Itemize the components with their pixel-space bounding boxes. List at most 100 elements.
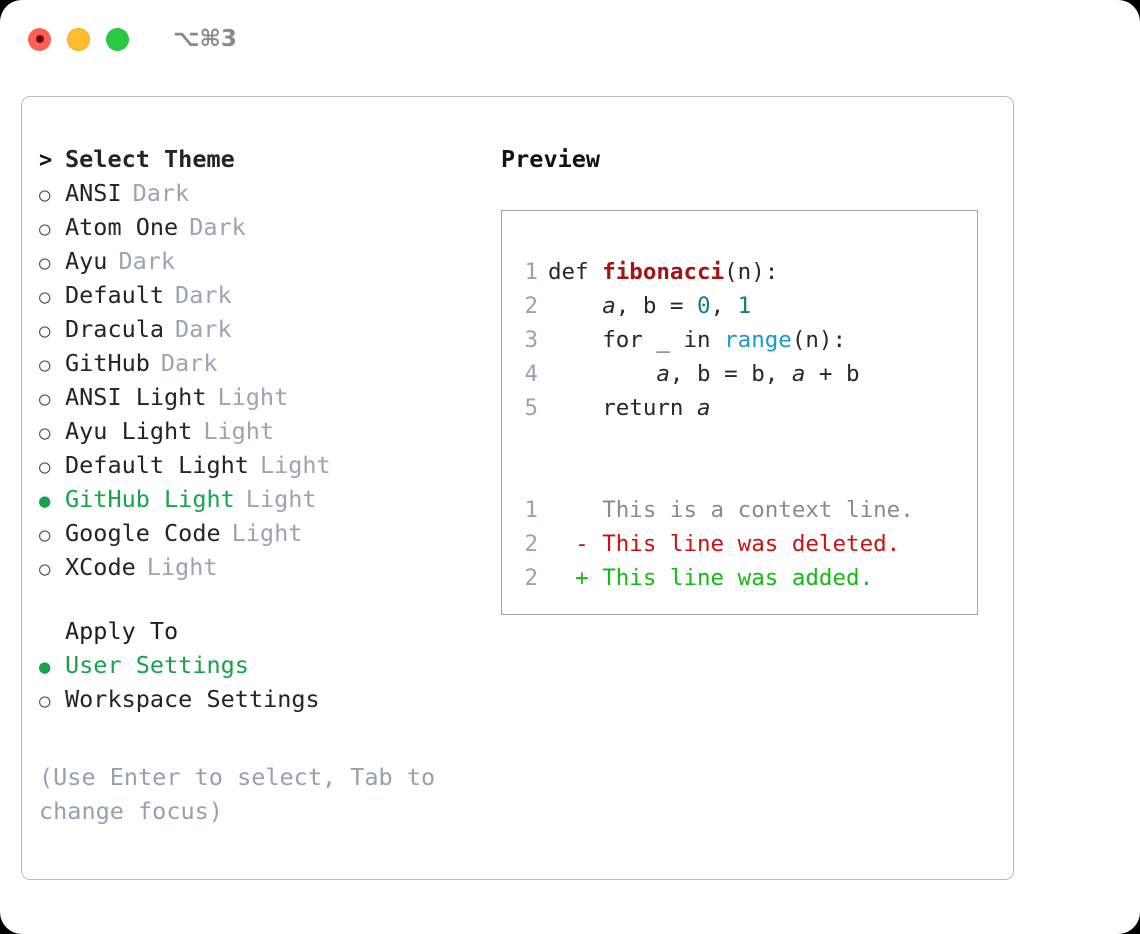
code-line: 4 a, b = b, a + b xyxy=(502,357,977,391)
code-token: a xyxy=(791,361,806,387)
select-theme-title: Select Theme xyxy=(65,145,235,173)
apply-to-title: Apply To xyxy=(65,617,179,645)
traffic-lights xyxy=(28,27,129,51)
radio-unselected-icon[interactable]: ○ xyxy=(39,286,51,308)
code-indent xyxy=(548,395,602,421)
code-line: 1 def fibonacci(n): xyxy=(502,255,977,289)
apply-to-option-label: Workspace Settings xyxy=(65,685,320,713)
theme-variant: Dark xyxy=(118,247,176,275)
radio-unselected-icon[interactable]: ○ xyxy=(39,252,51,274)
code-token: for _ in xyxy=(602,327,725,353)
code-content: a, b = 0, 1 xyxy=(548,289,751,323)
theme-variant: Dark xyxy=(189,213,246,241)
code-token: , xyxy=(615,293,643,319)
close-window-button[interactable] xyxy=(28,27,51,51)
code-blank-line xyxy=(502,425,977,459)
theme-variant: Light xyxy=(231,519,303,547)
theme-variant: Light xyxy=(245,485,317,513)
keyboard-hint-text: (Use Enter to select, Tab to change focu… xyxy=(39,763,436,825)
code-token-number: 0 xyxy=(697,293,711,319)
diff-line-context: 1 This is a context line. xyxy=(502,493,977,527)
diff-text: This line was added. xyxy=(602,565,874,591)
line-number: 2 xyxy=(524,531,538,557)
radio-selected-icon[interactable]: ● xyxy=(39,656,51,678)
theme-variant: Dark xyxy=(132,179,190,207)
radio-unselected-icon[interactable]: ○ xyxy=(39,218,51,240)
theme-name: Dracula xyxy=(65,315,165,343)
diff-line-deleted: 2 - This line was deleted. xyxy=(502,527,977,561)
theme-item-ayu-dark[interactable]: ○ Ayu Dark xyxy=(39,247,479,281)
line-number: 4 xyxy=(524,361,538,387)
theme-name: Atom One xyxy=(65,213,179,241)
code-token-function: fibonacci xyxy=(602,259,725,285)
radio-unselected-icon[interactable]: ○ xyxy=(39,184,51,206)
theme-variant: Dark xyxy=(175,315,232,343)
maximize-window-button[interactable] xyxy=(106,27,129,51)
apply-to-option-user-settings[interactable]: ● User Settings xyxy=(39,651,479,685)
diff-line-added: 2 + This line was added. xyxy=(502,561,977,595)
theme-variant: Light xyxy=(146,553,218,581)
diff-content: - This line was deleted. xyxy=(548,527,900,561)
code-indent xyxy=(548,361,656,387)
radio-unselected-icon[interactable]: ○ xyxy=(39,320,51,342)
code-content: def fibonacci(n): xyxy=(548,255,778,289)
theme-item-dracula-dark[interactable]: ○ Dracula Dark xyxy=(39,315,479,349)
theme-name: Ayu xyxy=(65,247,108,275)
code-content: return a xyxy=(548,391,711,425)
line-number: 2 xyxy=(524,293,538,319)
theme-item-default-dark[interactable]: ○ Default Dark xyxy=(39,281,479,315)
theme-variant: Light xyxy=(217,383,289,411)
apply-to-heading: Apply To xyxy=(39,617,479,651)
apply-to-option-label: User Settings xyxy=(65,651,249,679)
radio-unselected-icon[interactable]: ○ xyxy=(39,558,51,580)
code-indent xyxy=(548,293,602,319)
code-token-call: range xyxy=(724,327,792,353)
code-token: a xyxy=(602,293,616,319)
code-token: = xyxy=(656,293,698,319)
radio-unselected-icon[interactable]: ○ xyxy=(39,690,51,712)
radio-unselected-icon[interactable]: ○ xyxy=(39,524,51,546)
code-line: 2 a, b = 0, 1 xyxy=(502,289,977,323)
theme-item-atom-one-dark[interactable]: ○ Atom One Dark xyxy=(39,213,479,247)
radio-unselected-icon[interactable]: ○ xyxy=(39,354,51,376)
line-number: 2 xyxy=(524,565,538,591)
radio-selected-icon[interactable]: ● xyxy=(39,490,51,512)
line-number: 5 xyxy=(524,395,538,421)
code-token-number: 1 xyxy=(737,293,752,319)
code-token: return xyxy=(602,395,698,421)
code-blank-line xyxy=(502,459,977,493)
theme-name: GitHub xyxy=(65,349,150,377)
code-token: a xyxy=(697,395,711,421)
diff-content: + This line was added. xyxy=(548,561,873,595)
theme-item-google-code[interactable]: ○ Google Code Light xyxy=(39,519,479,553)
code-token: + b xyxy=(805,361,860,387)
minimize-window-button[interactable] xyxy=(67,27,90,51)
apply-to-option-workspace-settings[interactable]: ○ Workspace Settings xyxy=(39,685,479,719)
theme-name: Default xyxy=(65,281,165,309)
select-theme-header: > Select Theme xyxy=(39,145,479,179)
theme-variant: Dark xyxy=(175,281,232,309)
radio-unselected-icon[interactable]: ○ xyxy=(39,388,51,410)
radio-unselected-icon[interactable]: ○ xyxy=(39,422,51,444)
code-content: a, b = b, a + b xyxy=(548,357,860,391)
caret-icon: > xyxy=(39,148,53,173)
code-indent xyxy=(548,327,602,353)
theme-name: Google Code xyxy=(65,519,221,547)
diff-content: This is a context line. xyxy=(548,493,914,527)
diff-text: This is a context line. xyxy=(602,497,914,523)
preview-title: Preview xyxy=(501,145,601,173)
diff-sign: + xyxy=(575,565,589,591)
theme-variant: Light xyxy=(203,417,275,445)
code-token: (n): xyxy=(724,259,779,285)
line-number: 1 xyxy=(524,259,538,285)
radio-unselected-icon[interactable]: ○ xyxy=(39,456,51,478)
